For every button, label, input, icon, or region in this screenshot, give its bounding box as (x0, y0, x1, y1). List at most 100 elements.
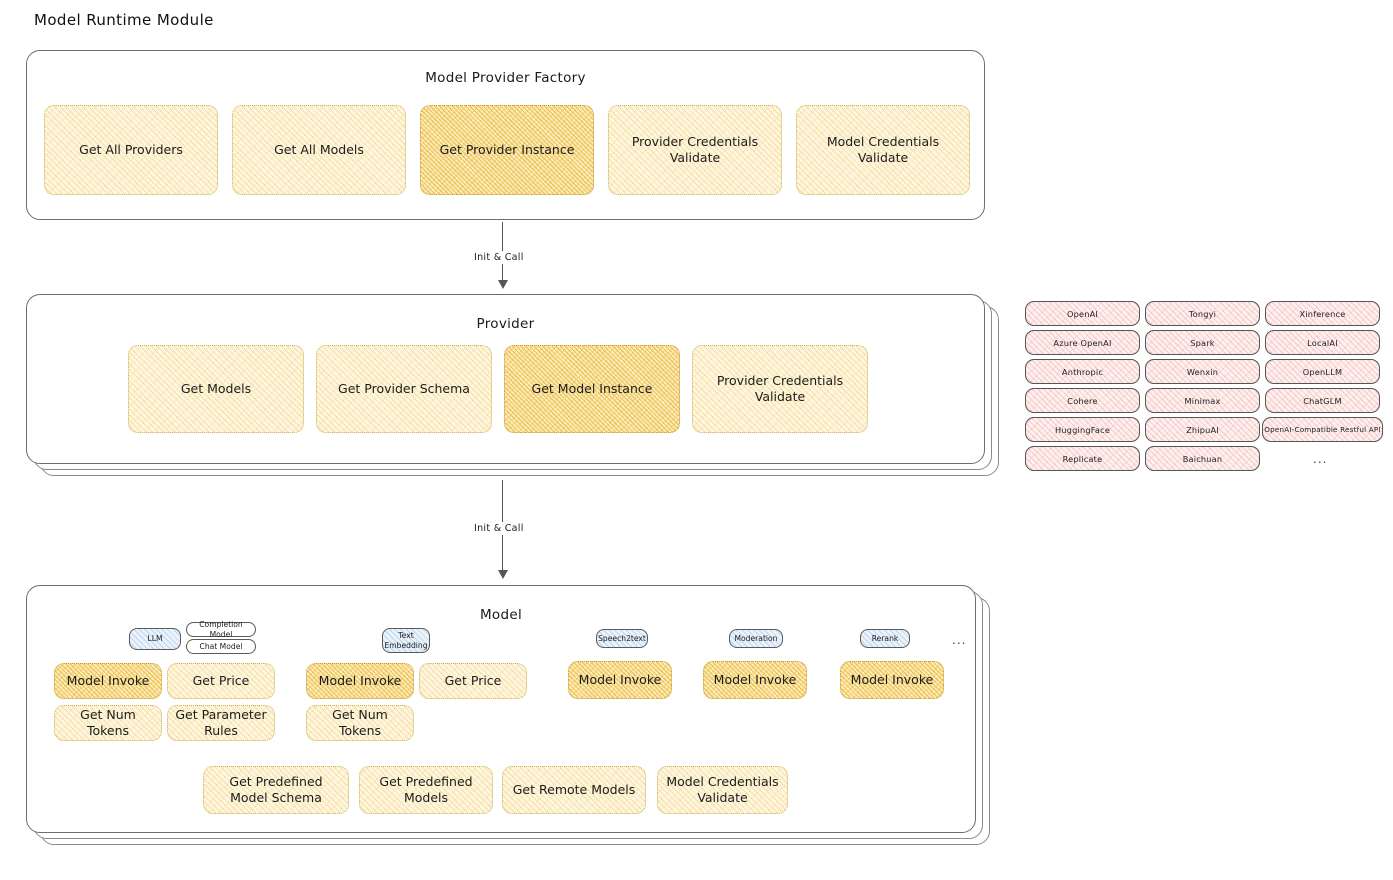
factory-box-get-provider-instance[interactable]: Get Provider Instance (420, 105, 594, 195)
model-type-tag-speech2text[interactable]: Speech2text (596, 629, 648, 648)
provider-box-get-model-instance[interactable]: Get Model Instance (504, 345, 680, 433)
provider-chip-label: Cohere (1067, 395, 1098, 406)
provider-chip-minimax[interactable]: Minimax (1145, 388, 1260, 413)
factory-box-label: Get Provider Instance (439, 142, 575, 157)
provider-box-provider-credentials-validate[interactable]: Provider Credentials Validate (692, 345, 868, 433)
model-box-label: Model Invoke (318, 673, 402, 688)
provider-chip-zhipuai[interactable]: ZhipuAI (1145, 417, 1260, 442)
provider-list-more: ... (1313, 452, 1328, 466)
arrow-factory-to-provider-label: Init & Call (470, 251, 528, 264)
provider-chip-label: Spark (1190, 337, 1215, 348)
model-rerank-box-model-invoke[interactable]: Model Invoke (840, 661, 944, 699)
provider-chip-label: Baichuan (1182, 453, 1223, 464)
model-box-label: Get Price (444, 673, 502, 688)
provider-chip-label: Minimax (1184, 395, 1221, 406)
model-type-tag-label: Text Embedding (384, 631, 428, 650)
model-type-tag-llm[interactable]: LLM (129, 628, 181, 650)
factory-box-provider-credentials-validate[interactable]: Provider Credentials Validate (608, 105, 782, 195)
model-llm-box-get-parameter-rules[interactable]: Get Parameter Rules (167, 705, 275, 741)
model-common-box-model-credentials-validate[interactable]: Model Credentials Validate (657, 766, 788, 814)
provider-title: Provider (476, 316, 535, 332)
provider-chip-chatglm[interactable]: ChatGLM (1265, 388, 1380, 413)
model-common-box-get-predefined-model-schema[interactable]: Get Predefined Model Schema (203, 766, 349, 814)
model-box-label: Get Num Tokens (332, 707, 388, 738)
provider-chip-label: ZhipuAI (1186, 424, 1219, 435)
provider-chip-huggingface[interactable]: HuggingFace (1025, 417, 1140, 442)
model-type-tag-moderation[interactable]: Moderation (729, 629, 783, 648)
provider-box-get-provider-schema[interactable]: Get Provider Schema (316, 345, 492, 433)
factory-box-label: Get All Providers (79, 142, 183, 157)
provider-chip-replicate[interactable]: Replicate (1025, 446, 1140, 471)
provider-chip-label: Replicate (1062, 453, 1103, 464)
model-text-embedding-box-get-price[interactable]: Get Price (419, 663, 527, 699)
provider-chip-xinference[interactable]: Xinference (1265, 301, 1380, 326)
provider-chip-label: Xinference (1299, 308, 1346, 319)
factory-box-get-all-providers[interactable]: Get All Providers (44, 105, 218, 195)
provider-chip-anthropic[interactable]: Anthropic (1025, 359, 1140, 384)
model-box-label: Model Invoke (850, 672, 934, 687)
model-title: Model (479, 607, 523, 623)
provider-chip-tongyi[interactable]: Tongyi (1145, 301, 1260, 326)
model-moderation-box-model-invoke[interactable]: Model Invoke (703, 661, 807, 699)
model-type-tag-text-embedding[interactable]: Text Embedding (382, 628, 430, 653)
model-subtag-chat-model[interactable]: Chat Model (186, 639, 256, 654)
provider-chip-openai-compatible-restful-api[interactable]: OpenAI-Compatible Restful API (1262, 417, 1383, 442)
model-provider-factory-title: Model Provider Factory (425, 70, 586, 86)
provider-chip-label: Tongyi (1188, 308, 1217, 319)
model-text-embedding-box-model-invoke[interactable]: Model Invoke (306, 663, 414, 699)
provider-chip-wenxin[interactable]: Wenxin (1145, 359, 1260, 384)
model-type-tag-label: LLM (147, 634, 163, 644)
provider-chip-baichuan[interactable]: Baichuan (1145, 446, 1260, 471)
provider-chip-label: OpenLLM (1302, 366, 1343, 377)
provider-chip-label: HuggingFace (1054, 424, 1111, 435)
provider-chip-label: OpenAI (1066, 308, 1099, 319)
model-box-label: Model Invoke (66, 673, 150, 688)
model-speech2text-box-model-invoke[interactable]: Model Invoke (568, 661, 672, 699)
page-title: Model Runtime Module (34, 11, 214, 29)
model-box-label: Model Invoke (713, 672, 797, 687)
model-box-label: Get Num Tokens (80, 707, 136, 738)
provider-chip-cohere[interactable]: Cohere (1025, 388, 1140, 413)
provider-box-label: Provider Credentials Validate (716, 373, 844, 404)
provider-chip-label: Azure OpenAI (1053, 337, 1112, 348)
provider-chip-openllm[interactable]: OpenLLM (1265, 359, 1380, 384)
provider-chip-localai[interactable]: LocalAI (1265, 330, 1380, 355)
model-type-tag-label: Speech2text (598, 633, 646, 643)
factory-box-label: Model Credentials Validate (826, 134, 940, 165)
provider-chip-label: LocalAI (1307, 337, 1338, 348)
model-types-more: ... (952, 633, 967, 647)
factory-box-model-credentials-validate[interactable]: Model Credentials Validate (796, 105, 970, 195)
model-type-tag-label: Rerank (871, 633, 899, 643)
model-llm-box-get-price[interactable]: Get Price (167, 663, 275, 699)
model-common-box-get-predefined-models[interactable]: Get Predefined Models (359, 766, 493, 814)
provider-box-get-models[interactable]: Get Models (128, 345, 304, 433)
factory-box-label: Get All Models (274, 142, 364, 157)
provider-chip-openai[interactable]: OpenAI (1025, 301, 1140, 326)
provider-box-label: Get Provider Schema (338, 381, 470, 396)
model-type-tag-label: Moderation (734, 633, 778, 643)
model-llm-box-get-num-tokens[interactable]: Get Num Tokens (54, 705, 162, 741)
provider-box-label: Get Model Instance (531, 381, 653, 396)
model-llm-box-model-invoke[interactable]: Model Invoke (54, 663, 162, 699)
model-type-tag-rerank[interactable]: Rerank (860, 629, 910, 648)
model-text-embedding-box-get-num-tokens[interactable]: Get Num Tokens (306, 705, 414, 741)
factory-box-get-all-models[interactable]: Get All Models (232, 105, 406, 195)
model-box-label: Get Remote Models (512, 782, 636, 797)
provider-chip-label: Anthropic (1061, 366, 1104, 377)
arrow-provider-to-model-label: Init & Call (470, 522, 528, 535)
provider-chip-label: Wenxin (1186, 366, 1219, 377)
provider-chip-azure-openai[interactable]: Azure OpenAI (1025, 330, 1140, 355)
model-box-label: Model Invoke (578, 672, 662, 687)
model-box-label: Model Credentials Validate (666, 774, 779, 805)
model-box-label: Get Predefined Model Schema (229, 774, 323, 805)
model-box-label: Get Parameter Rules (175, 707, 267, 738)
model-box-label: Get Price (192, 673, 250, 688)
provider-chip-label: ChatGLM (1303, 395, 1342, 406)
arrow-factory-to-provider-head (498, 280, 508, 289)
provider-chip-spark[interactable]: Spark (1145, 330, 1260, 355)
model-common-box-get-remote-models[interactable]: Get Remote Models (502, 766, 646, 814)
model-subtag-completion-model[interactable]: Completion Model (186, 620, 256, 639)
factory-box-label: Provider Credentials Validate (631, 134, 759, 165)
model-box-label: Get Predefined Models (379, 774, 473, 805)
